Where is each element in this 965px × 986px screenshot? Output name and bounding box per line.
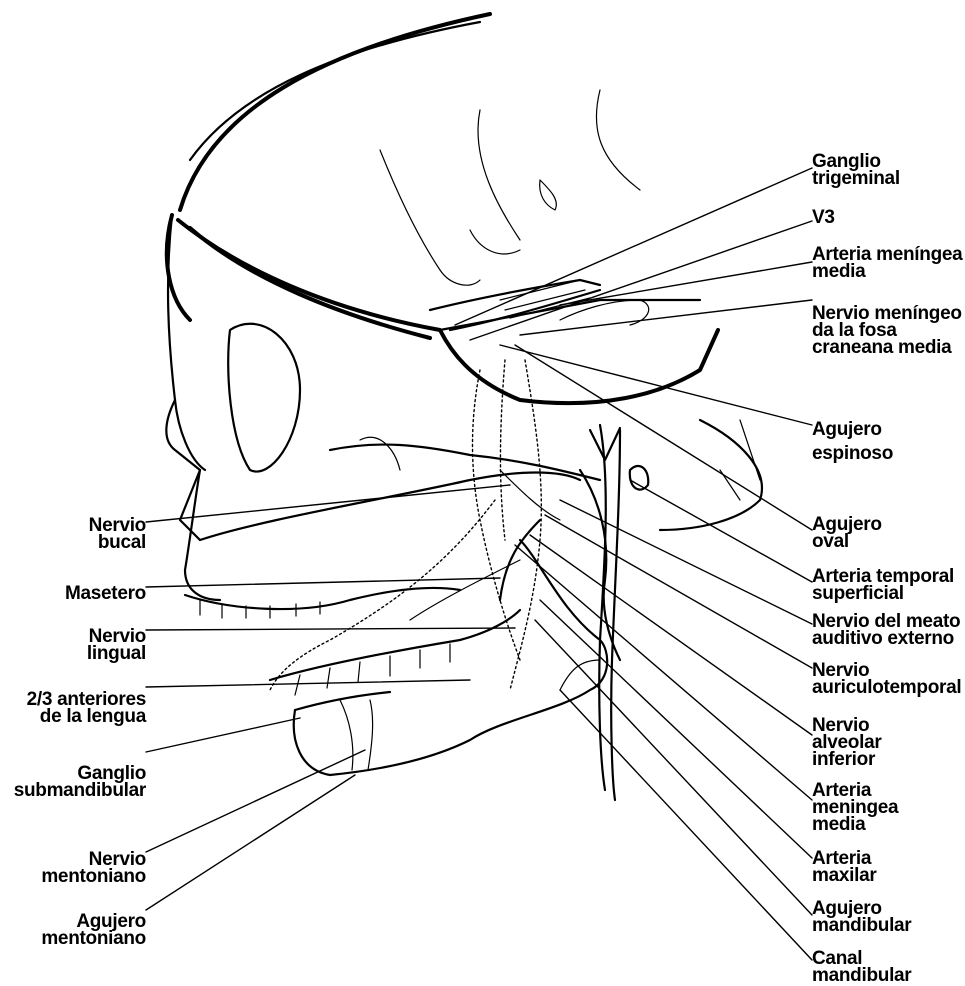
label-canal-mandibular: Canal mandibular (812, 950, 911, 984)
label-lengua: 2/3 anteriores de la lengua (27, 691, 146, 725)
label-agujero-mandibular: Agujero mandibular (812, 900, 911, 934)
label-line: Agujero (812, 418, 893, 442)
label-line: mandibular (812, 917, 911, 934)
label-line: superficial (812, 585, 954, 602)
label-line: inferior (812, 751, 881, 768)
label-line: espinoso (812, 442, 893, 466)
label-line: maxilar (812, 867, 876, 884)
label-line: mandibular (812, 967, 911, 984)
label-nervio-meato: Nervio del meato auditivo externo (812, 613, 960, 647)
label-masetero: Masetero (65, 585, 146, 602)
leader-lines (146, 168, 812, 960)
label-nervio-mentoniano: Nervio mentoniano (41, 851, 146, 885)
label-line: de la lengua (27, 708, 146, 725)
label-arteria-maxilar: Arteria maxilar (812, 850, 876, 884)
label-line: lingual (87, 645, 146, 662)
label-ganglio-submandibular: Ganglio submandibular (14, 765, 146, 799)
label-agujero-espinoso: Agujero espinoso (812, 418, 893, 466)
label-agujero-oval: Agujero oval (812, 516, 882, 550)
label-line: V3 (812, 209, 835, 226)
label-nervio-alveolar: Nervio alveolar inferior (812, 717, 881, 768)
label-line: oval (812, 533, 882, 550)
label-line: auriculotemporal (812, 679, 961, 696)
label-line: media (812, 816, 898, 833)
label-nervio-lingual: Nervio lingual (87, 628, 146, 662)
label-line: mentoniano (41, 868, 146, 885)
label-ganglio-trigeminal: Ganglio trigeminal (812, 153, 900, 187)
label-line: submandibular (14, 782, 146, 799)
label-nervio-bucal: Nervio bucal (89, 517, 146, 551)
label-arteria-temporal: Arteria temporal superficial (812, 568, 954, 602)
label-arteria-meningea-media-top: Arteria meníngea media (812, 246, 962, 280)
label-line: bucal (89, 534, 146, 551)
label-line: auditivo externo (812, 630, 960, 647)
label-line: craneana media (812, 339, 962, 356)
label-nervio-auriculotemporal: Nervio auriculotemporal (812, 662, 961, 696)
label-line: trigeminal (812, 170, 900, 187)
label-arteria-meningea-media-bottom: Arteria meningea media (812, 782, 898, 833)
label-line: mentoniano (41, 930, 146, 947)
label-line: media (812, 263, 962, 280)
label-agujero-mentoniano: Agujero mentoniano (41, 913, 146, 947)
skull-drawing (166, 14, 762, 800)
label-nervio-meningeo: Nervio meníngeo da la fosa craneana medi… (812, 305, 962, 356)
label-v3: V3 (812, 209, 835, 226)
label-line: Masetero (65, 585, 146, 602)
